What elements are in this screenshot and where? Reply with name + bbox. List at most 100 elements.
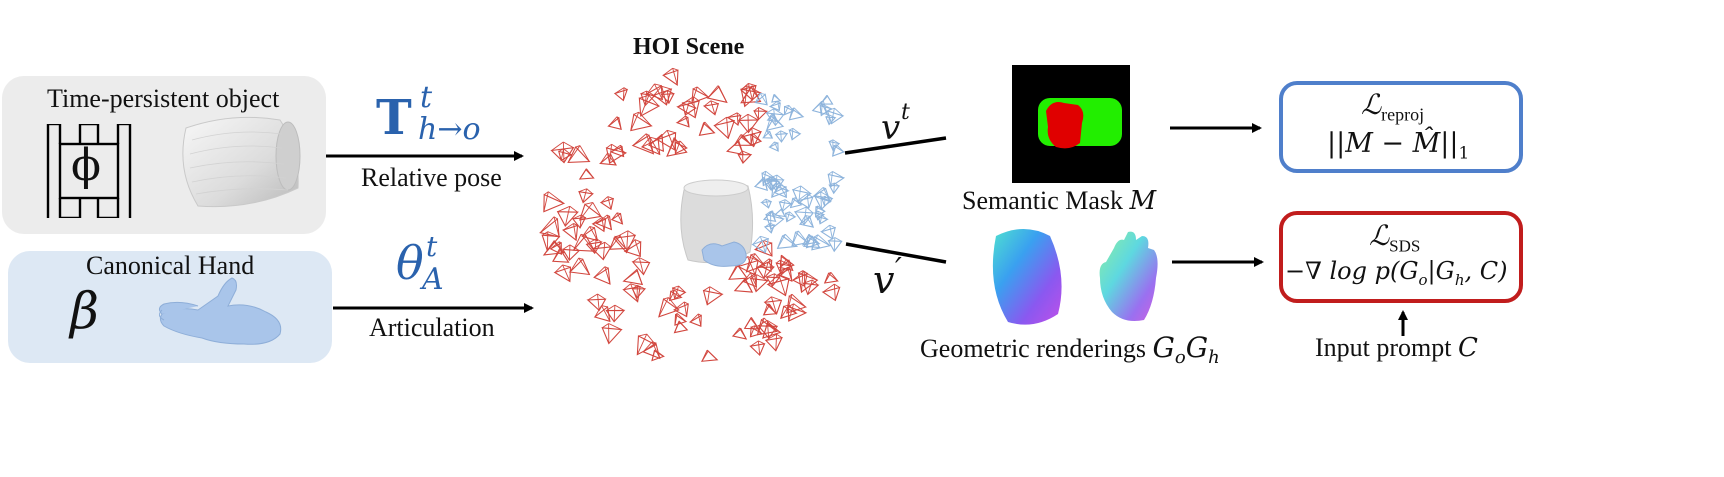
reproj-subscript: reproj	[1381, 104, 1425, 125]
scene-title: HOI Scene	[633, 34, 745, 60]
generated-camera-37	[591, 216, 607, 233]
generated-camera-23	[640, 136, 661, 156]
observed-camera-1	[765, 108, 785, 127]
observed-camera-20	[778, 199, 793, 213]
generated-camera-60	[698, 121, 716, 136]
generated-camera-105	[763, 296, 783, 315]
observed-camera-42	[798, 214, 815, 228]
observed-camera-27	[768, 141, 779, 152]
articulation-math-base: θ	[396, 236, 424, 290]
generated-camera-99	[749, 340, 766, 357]
generated-camera-29	[681, 100, 697, 116]
observed-view-sup: t	[901, 100, 910, 125]
observed-camera-46	[761, 130, 774, 139]
observed-camera-19	[765, 176, 781, 192]
generated-camera-114	[762, 321, 782, 339]
semantic-mask-label-text: Semantic Mask	[962, 186, 1130, 215]
generated-camera-68	[797, 270, 819, 294]
observed-camera-6	[814, 210, 826, 221]
observed-camera-0	[763, 222, 776, 234]
generated-camera-25	[733, 134, 753, 146]
generated-camera-13	[753, 239, 773, 257]
generated-camera-73	[756, 261, 775, 279]
observed-camera-33	[763, 176, 779, 191]
generated-camera-50	[658, 297, 680, 318]
canonical-hand-image	[158, 276, 288, 348]
generated-camera-7	[638, 94, 661, 117]
generated-camera-94	[676, 96, 700, 119]
generated-camera-92	[561, 223, 579, 242]
observed-camera-14	[760, 198, 773, 209]
generated-camera-51	[757, 320, 779, 340]
generated-camera-8	[585, 238, 603, 255]
generated-camera-111	[706, 85, 728, 104]
generated-camera-43	[778, 259, 794, 272]
generated-camera-117	[578, 188, 594, 204]
observed-camera-47	[791, 230, 809, 247]
sds-formula-sub1: o	[1418, 270, 1428, 289]
observed-camera-37	[813, 191, 834, 211]
reproj-symbol: ℒ	[1361, 88, 1382, 121]
generated-camera-101	[662, 67, 679, 86]
generated-camera-93	[753, 107, 769, 121]
generated-camera-27	[572, 233, 596, 252]
generated-camera-18	[591, 241, 612, 261]
reprojection-loss-box	[1279, 81, 1523, 173]
observed-camera-38	[761, 170, 778, 187]
generated-camera-62	[581, 226, 599, 242]
generated-camera-14	[674, 313, 688, 326]
observed-camera-13	[788, 127, 802, 141]
generated-camera-64	[791, 270, 808, 288]
generated-camera-90	[599, 196, 615, 211]
generated-camera-52	[631, 257, 651, 276]
input-prompt-text: Input prompt	[1315, 333, 1458, 362]
generated-camera-2	[647, 133, 664, 152]
generated-camera-0	[571, 214, 587, 229]
generated-camera-115	[750, 133, 763, 146]
observed-camera-26	[774, 130, 789, 143]
generated-camera-109	[539, 216, 560, 238]
generated-camera-49	[568, 257, 591, 276]
generated-camera-110	[749, 274, 769, 293]
observed-camera-53	[817, 214, 829, 225]
sds-formula-sub2: h	[1454, 270, 1465, 289]
generated-camera-113	[593, 305, 611, 323]
generated-camera-47	[731, 327, 748, 340]
generated-camera-35	[551, 248, 570, 263]
generated-camera-59	[636, 333, 657, 356]
generated-camera-112	[713, 116, 736, 140]
generated-camera-33	[578, 168, 595, 180]
generated-camera-9	[691, 86, 710, 104]
generated-camera-22	[579, 202, 603, 221]
generated-camera-34	[609, 144, 625, 158]
generated-camera-11	[821, 283, 841, 302]
observed-camera-3	[801, 233, 819, 246]
generated-camera-56	[688, 313, 702, 327]
renderings-label: Geometric renderings GoGh	[920, 331, 1220, 368]
observed-camera-54	[773, 208, 786, 218]
generated-camera-116	[758, 258, 773, 273]
observed-camera-44	[772, 184, 787, 199]
generated-camera-106	[623, 239, 642, 258]
observed-camera-41	[828, 182, 841, 195]
generated-camera-16	[561, 244, 581, 262]
reprojection-loss-title: ℒreproj	[1361, 88, 1424, 126]
generated-camera-6	[605, 143, 628, 164]
observed-camera-50	[820, 224, 836, 240]
relative-pose-label: Relative pose	[361, 163, 502, 192]
generated-camera-71	[787, 303, 808, 322]
sds-loss-title: ℒSDS	[1369, 219, 1420, 257]
observed-camera-49	[796, 193, 814, 209]
generated-camera-82	[737, 113, 760, 134]
observed-camera-36	[825, 114, 837, 126]
generated-camera-83	[541, 231, 561, 252]
generated-camera-102	[737, 150, 753, 164]
neural-field-icon	[46, 124, 132, 218]
sds-formula-end: , C)	[1464, 257, 1508, 285]
generated-camera-28	[786, 293, 808, 314]
generated-camera-69	[613, 87, 629, 102]
generated-camera-39	[779, 254, 795, 272]
generated-camera-103	[756, 317, 779, 336]
generated-camera-87	[622, 268, 644, 286]
generated-camera-58	[702, 286, 724, 306]
